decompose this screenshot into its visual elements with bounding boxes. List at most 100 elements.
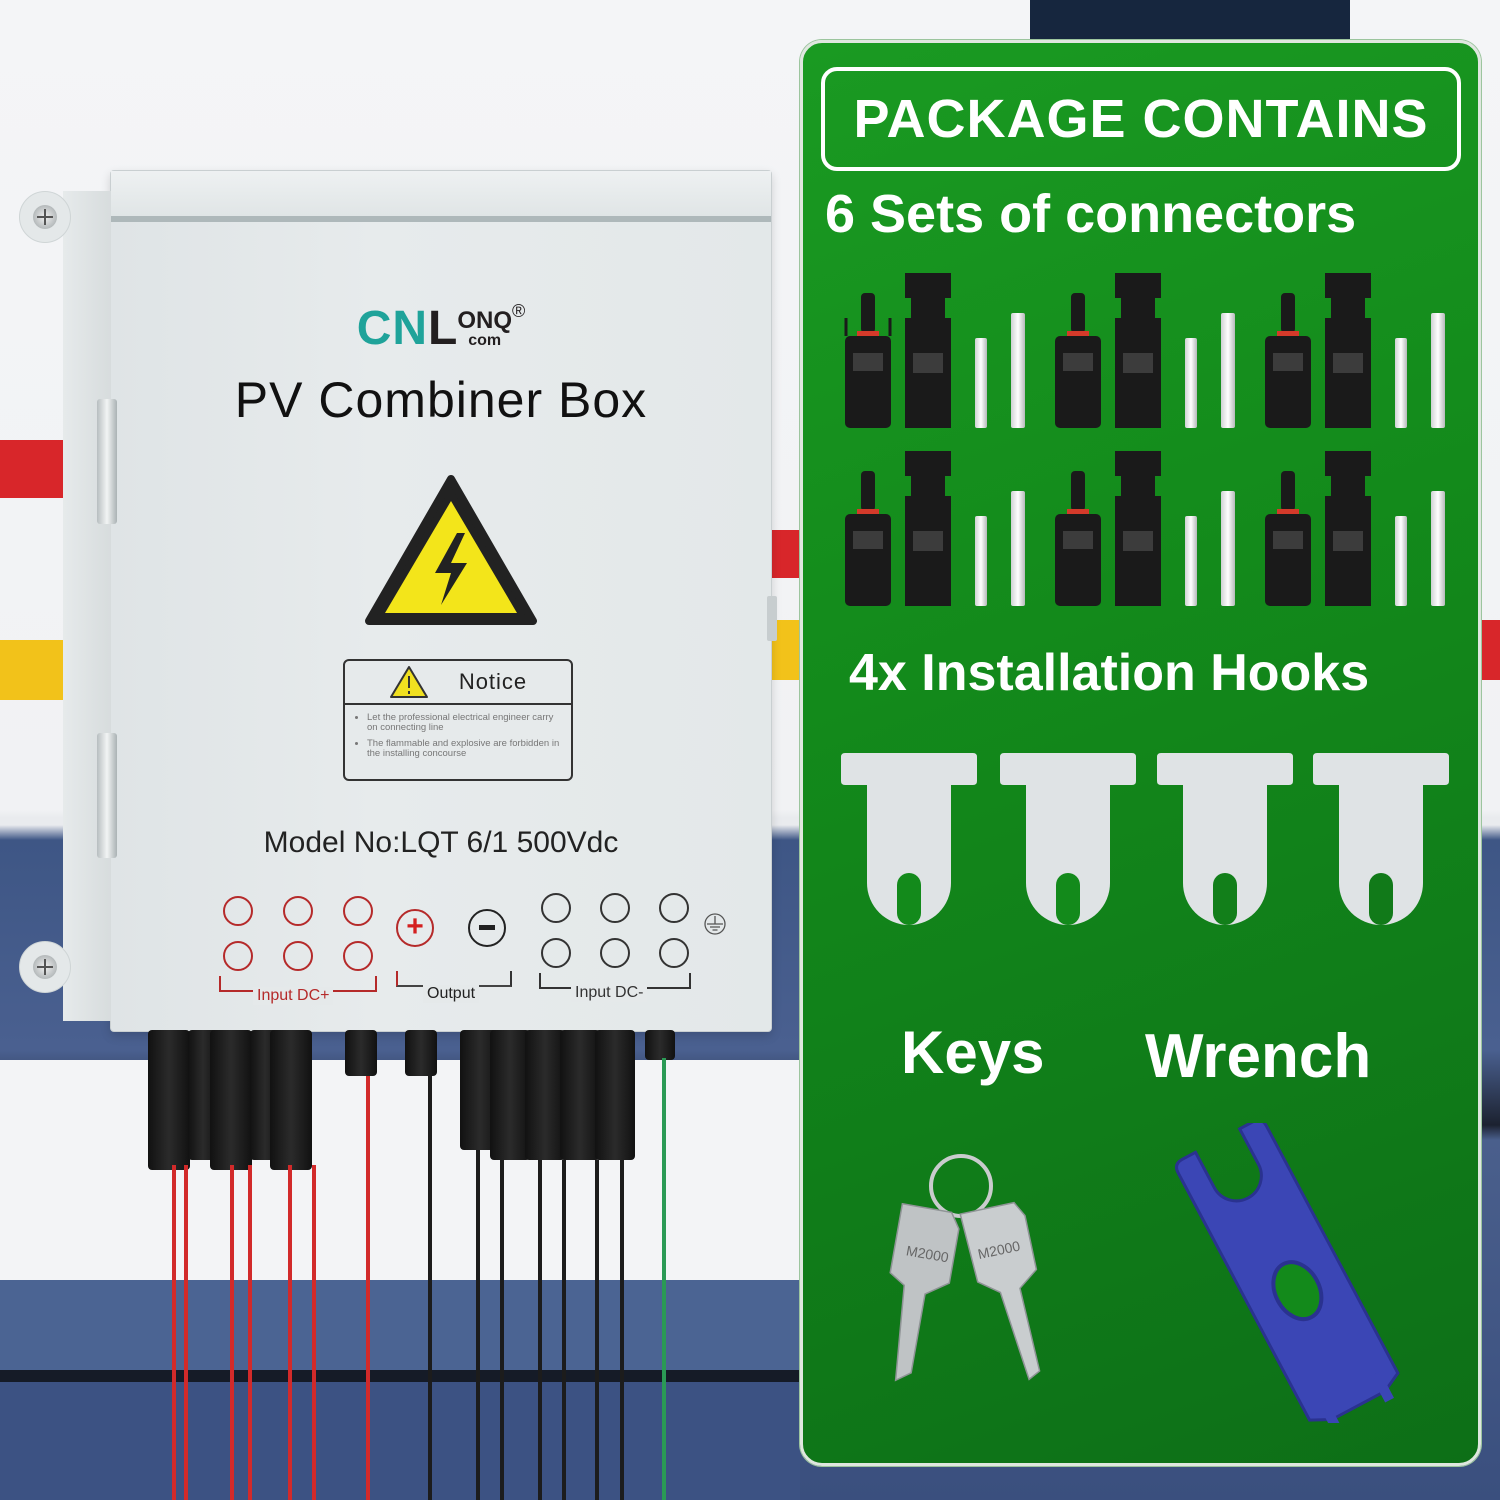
red-cable — [248, 1165, 252, 1500]
mc4-male-connector-icon — [844, 293, 892, 428]
cable-gland-output-negative — [405, 1030, 437, 1076]
mc4-female-connector-icon — [905, 451, 951, 606]
input-dc-minus-label: Input DC- — [571, 984, 648, 1002]
input-dc-minus-port — [659, 938, 689, 968]
notice-header: Notice — [345, 661, 571, 705]
red-cable — [172, 1165, 176, 1500]
cable-gland-ground — [645, 1030, 675, 1060]
black-cable — [562, 1160, 566, 1500]
black-cable — [620, 1160, 624, 1500]
notice-item: Let the professional electrical engineer… — [367, 713, 563, 733]
black-cable — [595, 1160, 599, 1500]
red-cable — [184, 1165, 188, 1500]
input-dc-minus-port — [600, 938, 630, 968]
mc4-male-connector-icon — [845, 471, 891, 606]
mc4-female-connector-icon — [1115, 451, 1161, 606]
installation-hook-icon — [1000, 753, 1136, 925]
metal-socket-icon — [1011, 313, 1025, 428]
input-dc-plus-label: Input DC+ — [253, 987, 334, 1005]
input-dc-plus-port — [343, 896, 373, 926]
mc4-female-connector-icon — [1115, 273, 1161, 428]
background-dark-line — [0, 1370, 800, 1382]
input-dc-plus-port — [343, 941, 373, 971]
box-latch[interactable] — [767, 596, 777, 641]
metal-socket-icon — [1011, 491, 1025, 606]
mc4-male-connector-icon — [1265, 471, 1311, 606]
connectors-label: 6 Sets of connectors — [825, 184, 1357, 244]
metal-pin-icon — [975, 516, 987, 606]
mc4-plug-positive — [210, 1030, 252, 1170]
red-cable — [312, 1165, 316, 1500]
input-dc-minus-port — [600, 893, 630, 923]
output-negative-terminal — [468, 909, 506, 947]
key-stamp: M2000 — [905, 1242, 950, 1265]
mc4-male-connector-icon — [1055, 471, 1101, 606]
input-dc-minus-port — [541, 938, 571, 968]
product-title: PV Combiner Box — [234, 372, 648, 428]
mc4-plug-positive — [270, 1030, 312, 1170]
logo-onq: ONQ — [457, 307, 513, 334]
mc4-plug-negative — [490, 1030, 530, 1160]
logo-l: L — [428, 302, 458, 355]
notice-item: The flammable and explosive are forbidde… — [367, 739, 563, 759]
background-wall-lower — [0, 1060, 800, 1290]
installation-hook-icon — [841, 753, 977, 925]
mc4-plug-negative — [525, 1030, 565, 1160]
metal-socket-icon — [1431, 491, 1445, 606]
black-output-cable — [428, 1076, 432, 1500]
input-dc-minus-port — [541, 893, 571, 923]
mc4-male-connector-icon — [1055, 293, 1101, 428]
metal-socket-icon — [1221, 491, 1235, 606]
package-contents-panel: PACKAGE CONTAINS 6 Sets of connectors — [800, 40, 1481, 1466]
input-dc-plus-port — [283, 941, 313, 971]
output-positive-terminal: + — [396, 909, 434, 947]
input-dc-minus-port — [659, 893, 689, 923]
background-red-stripe-edge — [1478, 620, 1500, 680]
connector-set — [1053, 451, 1253, 611]
mc4-female-connector-icon — [1325, 273, 1371, 428]
metal-pin-icon — [1185, 516, 1197, 606]
connector-set — [843, 451, 1043, 611]
red-output-cable — [366, 1076, 370, 1500]
red-cable — [288, 1165, 292, 1500]
connector-set — [1053, 273, 1253, 433]
black-cable — [500, 1160, 504, 1500]
cable-gland-output-positive — [345, 1030, 377, 1076]
mc4-female-connector-icon — [905, 273, 951, 428]
caution-icon — [389, 666, 428, 698]
logo-cn: CN — [356, 302, 429, 355]
notice-title: Notice — [458, 669, 528, 694]
installation-hook-icon — [1157, 753, 1293, 925]
box-lid — [111, 171, 771, 222]
black-cable — [538, 1160, 542, 1500]
keys-icon: M2000 M2000 — [889, 1154, 1041, 1382]
background-blue-band — [0, 1280, 800, 1370]
background-dark-panel — [1030, 0, 1350, 40]
input-dc-plus-port — [223, 896, 253, 926]
hinge-top — [97, 399, 117, 524]
output-label: Output — [423, 985, 480, 1003]
green-ground-cable — [662, 1058, 666, 1500]
metal-pin-icon — [975, 338, 987, 428]
model-number: Model No:LQT 6/1 500Vdc — [263, 826, 619, 859]
screw-icon — [33, 205, 57, 229]
mc4-female-connector-icon — [1325, 451, 1371, 606]
mounting-ear-bottom — [19, 941, 71, 993]
metal-socket-icon — [1221, 313, 1235, 428]
background-red-stripe-right — [770, 530, 800, 578]
hinge-bottom — [97, 733, 117, 858]
high-voltage-warning-icon — [365, 475, 537, 625]
registered-mark: ® — [512, 301, 526, 321]
plus-icon: + — [406, 910, 424, 943]
installation-hook-icon — [1313, 753, 1449, 925]
mc4-plug-negative — [595, 1030, 635, 1160]
package-header-box: PACKAGE CONTAINS — [821, 67, 1461, 171]
background-blue-band-lower — [0, 1382, 800, 1500]
mc4-plug-negative — [560, 1030, 600, 1160]
logo-com: com — [468, 332, 502, 349]
red-cable — [230, 1165, 234, 1500]
keys-label: Keys — [901, 1019, 1045, 1086]
